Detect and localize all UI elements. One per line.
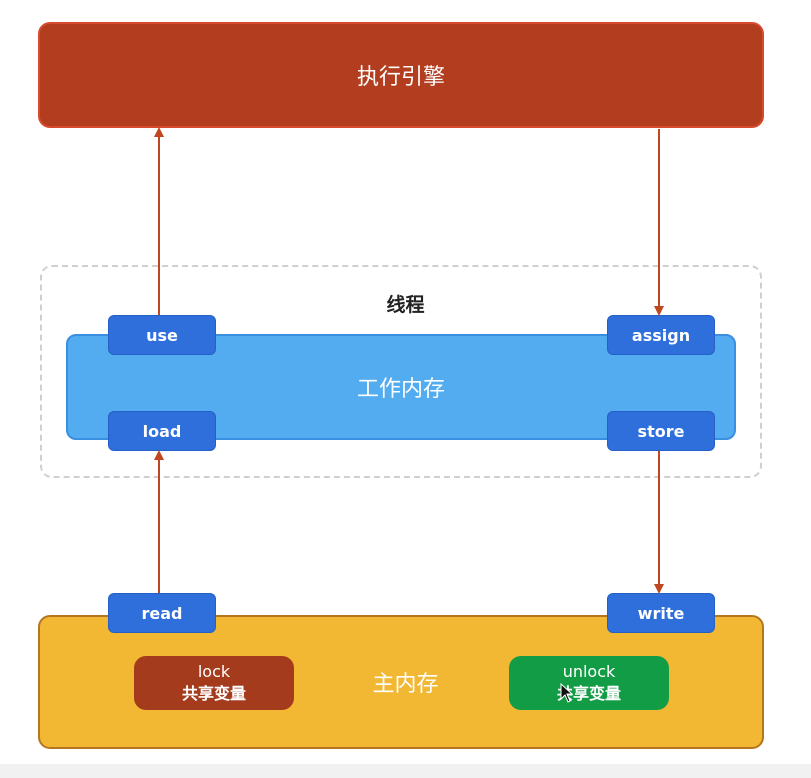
lock-label: lock	[197, 662, 231, 681]
unlock-label: unlock	[562, 662, 616, 681]
execution-engine-box: 执行引擎	[38, 22, 764, 128]
read-operation: read	[108, 593, 216, 633]
write-operation: write	[607, 593, 715, 633]
mouse-cursor-icon	[560, 683, 574, 703]
execution-engine-label: 执行引擎	[356, 65, 445, 90]
lock-shared-variable-label: 共享变量	[181, 684, 246, 703]
unlock-shared-variable-box: unlock 共享变量	[509, 656, 669, 710]
working-memory-label: 工作内存	[356, 377, 445, 402]
thread-container	[40, 265, 762, 478]
main-memory-label: 主内存	[372, 672, 439, 697]
assign-operation: assign	[607, 315, 715, 355]
lock-shared-variable-box: lock 共享变量	[134, 656, 294, 710]
unlock-shared-variable-label: 共享变量	[556, 684, 621, 703]
store-operation: store	[607, 411, 715, 451]
bottom-strip	[0, 764, 811, 778]
thread-label: 线程	[386, 294, 425, 316]
load-operation: load	[108, 411, 216, 451]
use-operation: use	[108, 315, 216, 355]
